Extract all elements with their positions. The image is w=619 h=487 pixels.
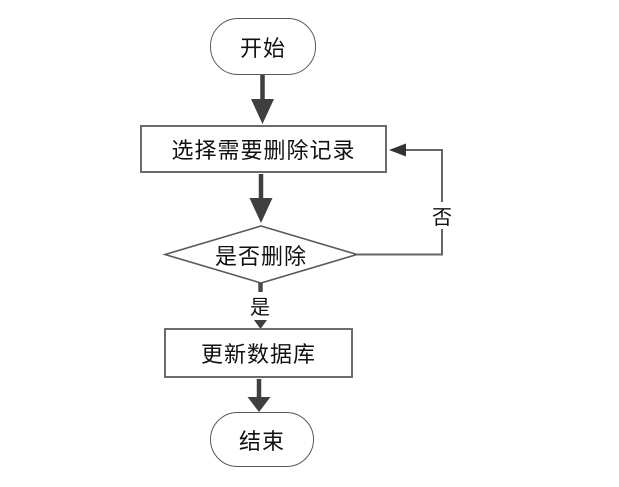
edge-label-yes-text: 是 [250,296,270,319]
edge-label-no: 否 [428,202,456,229]
decision-node-label: 是否删除 [214,244,307,269]
start-node-label: 开始 [239,35,286,61]
arrow-update-end-head-icon [247,397,271,412]
edge-label-no-text: 否 [432,207,452,229]
decision-node: 是否删除 [165,241,357,269]
start-node: 开始 [210,18,316,75]
end-node: 结束 [210,412,314,467]
process-update-label: 更新数据库 [200,342,316,367]
loop-no-arrowhead-icon [389,143,406,157]
process-update-node: 更新数据库 [164,328,353,378]
edge-label-yes: 是 [245,292,275,319]
end-node-label: 结束 [238,428,285,454]
arrow-decision-update-head-icon [254,320,267,329]
arrow-start-select-head-icon [251,99,274,124]
process-select-label: 选择需要删除记录 [171,138,356,163]
process-select-node: 选择需要删除记录 [140,125,387,173]
arrow-select-decision-head-icon [249,198,273,223]
